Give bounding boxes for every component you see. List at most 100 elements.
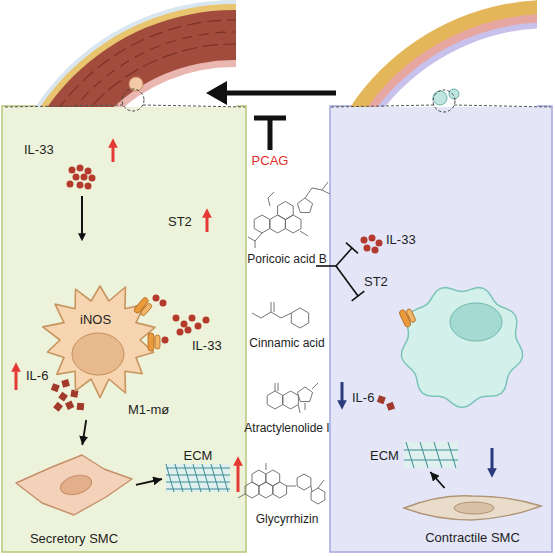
chem-bond: [268, 192, 274, 206]
text-label: IL-33: [192, 338, 222, 353]
nucleus: [72, 333, 124, 375]
diagram-node: iNOS M1-mø: [28, 256, 170, 420]
nucleus: [58, 472, 94, 498]
vessel-cell: [129, 77, 143, 91]
text-label: Cinnamic acid: [212, 336, 362, 351]
ecm-fiber: [166, 475, 230, 476]
node-text: iNOS: [80, 312, 111, 327]
chem-bond: [300, 231, 308, 236]
chem-ring: [297, 198, 312, 213]
il33-dot: [153, 295, 160, 302]
nucleus: [450, 303, 502, 341]
shape: [140, 303, 153, 317]
chem-bond: [287, 486, 296, 487]
arrow-head: [206, 81, 227, 105]
ecm-fiber: [184, 464, 192, 492]
up-arrow: [237, 460, 240, 492]
text-label: Glycyrrhizin: [212, 512, 362, 527]
diagram-node: ECM: [162, 448, 234, 494]
connector-arrow: [82, 420, 86, 445]
ecm-grid: [166, 464, 230, 492]
ecm-grid: [404, 442, 458, 468]
ecm-fiber: [434, 442, 442, 468]
macrophage-body: [401, 288, 522, 408]
chem-ring: [266, 470, 280, 486]
smc-body: [404, 496, 541, 520]
ecm-fiber: [175, 464, 183, 492]
chem-bond: [278, 383, 279, 391]
chem-bond: [252, 313, 261, 318]
up-arrow: [15, 366, 18, 390]
normal-vessel: [333, 0, 537, 107]
chem-bond: [298, 405, 300, 413]
chem-ring: [252, 470, 266, 486]
diagram-node: ECM: [370, 438, 460, 472]
text-label: ST2: [168, 214, 192, 229]
thickened-vessel: [28, 0, 236, 107]
chem-bond: [274, 302, 275, 312]
chem-bond: [311, 486, 312, 492]
chem-bond: [312, 383, 318, 389]
inhibition-bar: [254, 116, 286, 121]
chem-bond: [248, 233, 262, 241]
chem-bond: [255, 241, 256, 248]
chem-ring: [278, 202, 294, 220]
text-label: Atractylenolide I: [212, 421, 362, 436]
chem-bond: [261, 312, 291, 318]
chem-bond: [271, 302, 272, 312]
chem-ring: [283, 391, 299, 409]
magnifier: [433, 90, 455, 112]
diagram-node: Contractile SMC: [400, 488, 545, 550]
chem-ring: [311, 488, 325, 504]
chem-bond: [322, 190, 330, 194]
node-text: ECM: [162, 448, 234, 463]
chem-ring: [297, 474, 311, 490]
ecm-fiber: [166, 489, 230, 490]
zoom-line: [143, 105, 245, 107]
text-label: Poricoic acid B: [212, 252, 362, 267]
macrophage-m2: [399, 288, 523, 408]
macrophage-body: [43, 286, 155, 398]
il33-dot: [160, 300, 167, 307]
shape: [148, 333, 154, 351]
node-text: M1-mø: [128, 402, 169, 417]
il6-squares: [377, 395, 395, 411]
up-arrow: [112, 142, 115, 162]
il33-dot: [162, 337, 169, 344]
ecm-fiber: [420, 442, 428, 468]
diagram-node: Secretory SMC: [12, 445, 136, 552]
shape: [155, 335, 160, 349]
connector-arrow: [430, 472, 444, 488]
zoom-line: [4, 105, 123, 107]
ecm-fiber: [406, 442, 414, 468]
chem-ring: [291, 308, 308, 328]
text-label: IL-33: [24, 142, 54, 157]
zoom-line: [331, 105, 434, 107]
il33-dots: [173, 315, 210, 336]
chem-ring: [267, 391, 283, 409]
chem-ring: [297, 387, 312, 402]
text-label: IL-6: [352, 390, 374, 405]
chem-ring: [254, 215, 270, 233]
down-arrow: [341, 382, 344, 406]
st2-receptor: [133, 297, 154, 319]
down-arrow: [491, 448, 494, 474]
chem-bond: [265, 463, 266, 470]
left-panel: [2, 106, 246, 552]
il33-dots: [361, 235, 383, 254]
ecm-fiber: [193, 464, 201, 492]
node-shape: [28, 256, 170, 420]
node-text: Secretory SMC: [12, 531, 136, 546]
chem-bond: [305, 182, 328, 198]
vessel-cell: [433, 91, 447, 105]
magnifier: [122, 89, 144, 111]
ecm-fiber: [211, 464, 219, 492]
il33-dots: [67, 165, 96, 190]
chem-bond: [238, 494, 245, 498]
zoom-line: [454, 105, 551, 107]
text-label: PCAG: [230, 153, 310, 168]
text-label: IL-6: [26, 368, 48, 383]
chem-bond: [275, 383, 276, 391]
ecm-fiber: [448, 442, 456, 468]
